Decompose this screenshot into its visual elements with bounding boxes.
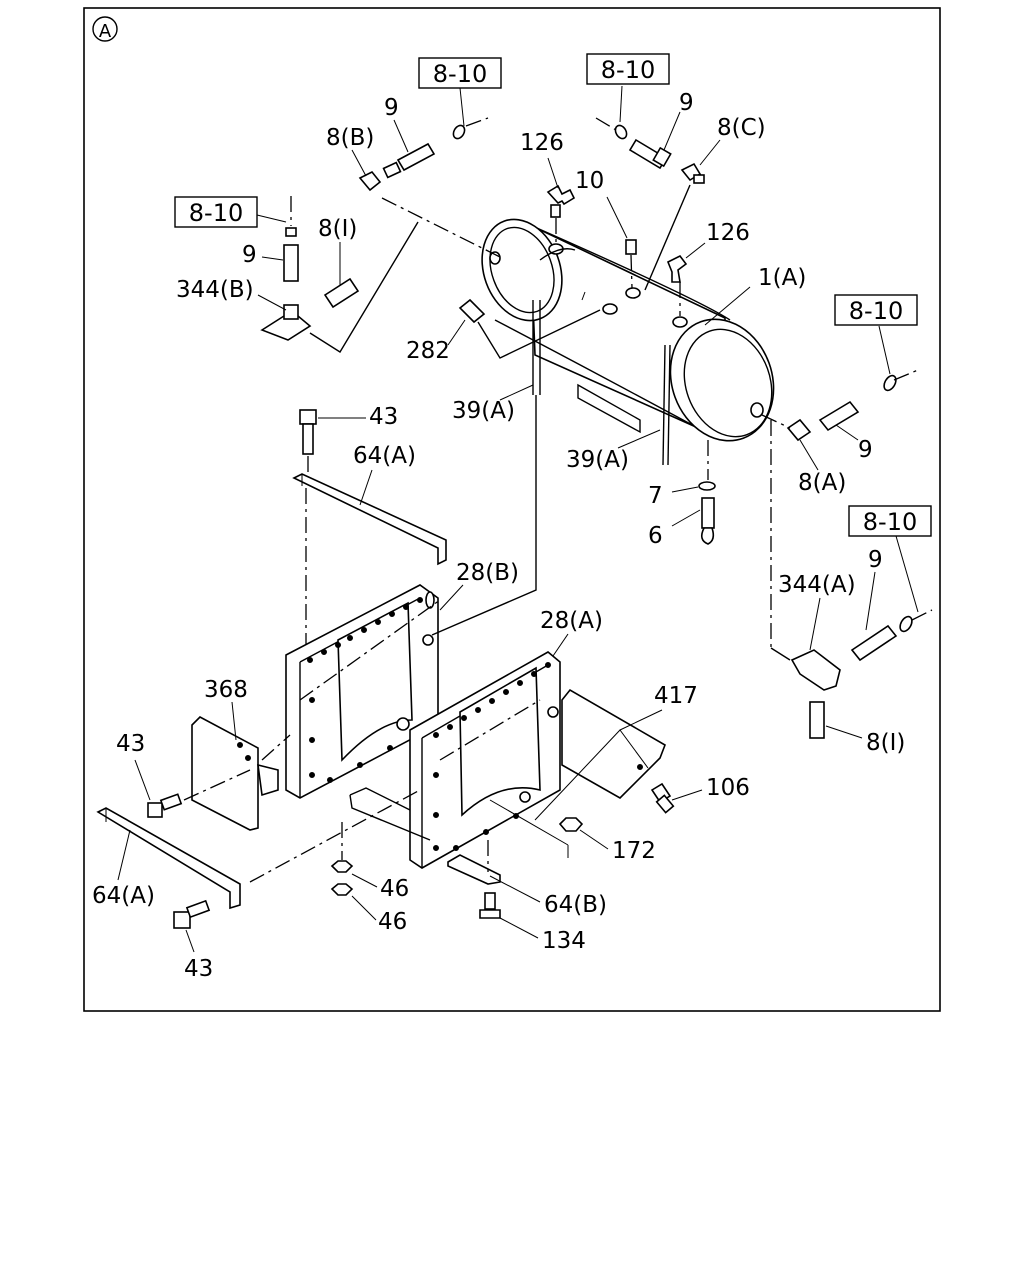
valve-9-right[interactable] xyxy=(818,400,860,432)
elbow-fitting-126a[interactable] xyxy=(546,184,576,218)
label-39a-2: 39(A) xyxy=(566,447,629,473)
ref-box-1[interactable]: 8-10 xyxy=(418,57,502,89)
label-64a-top: 64(A) xyxy=(353,443,416,469)
ref-box-4-label: 8-10 xyxy=(849,297,903,325)
label-8c: 8(C) xyxy=(717,115,766,141)
diagram-frame xyxy=(83,7,941,1012)
bolt-134[interactable] xyxy=(479,892,501,919)
plug-10[interactable] xyxy=(625,239,637,255)
label-106: 106 xyxy=(706,775,750,801)
label-9-lowright: 9 xyxy=(868,547,883,573)
label-344b: 344(B) xyxy=(176,277,254,303)
air-tank[interactable] xyxy=(469,208,791,466)
nipple-8i-top[interactable] xyxy=(323,277,360,309)
ref-box-1-label: 8-10 xyxy=(433,60,487,88)
frame-28b[interactable] xyxy=(285,584,439,799)
elbow-8b[interactable] xyxy=(358,170,382,192)
valve-9-topright[interactable] xyxy=(628,138,672,170)
label-8i-low: 8(I) xyxy=(866,730,905,756)
label-368: 368 xyxy=(204,677,248,703)
label-64a-low: 64(A) xyxy=(92,883,155,909)
label-9-left: 9 xyxy=(242,242,257,268)
nut-46-1[interactable] xyxy=(330,860,354,873)
fitting-106[interactable] xyxy=(650,782,675,814)
label-1a: 1(A) xyxy=(758,265,806,291)
bolt-43-bottom[interactable] xyxy=(173,899,211,929)
view-marker-label: A xyxy=(99,21,112,42)
fitting-282[interactable] xyxy=(458,298,486,324)
plate-368[interactable] xyxy=(191,716,279,831)
valve-9-left[interactable] xyxy=(283,227,299,282)
ref-box-4[interactable]: 8-10 xyxy=(834,294,918,326)
label-172: 172 xyxy=(612,838,656,864)
elbow-8a[interactable] xyxy=(786,418,812,442)
ref-box-5[interactable]: 8-10 xyxy=(848,505,932,537)
elbow-8c[interactable] xyxy=(680,162,705,184)
label-9-top: 9 xyxy=(384,95,399,121)
tee-344b[interactable] xyxy=(260,304,312,341)
label-9-topright: 9 xyxy=(679,90,694,116)
label-6: 6 xyxy=(648,523,663,549)
nut-172[interactable] xyxy=(558,817,584,832)
label-46-2: 46 xyxy=(378,909,407,935)
label-28a: 28(A) xyxy=(540,608,603,634)
bracket-417[interactable] xyxy=(561,688,666,799)
label-64b: 64(B) xyxy=(544,892,607,918)
label-417: 417 xyxy=(654,683,698,709)
label-28b: 28(B) xyxy=(456,560,519,586)
elbow-fitting-126b[interactable] xyxy=(666,254,688,283)
bolt-43-top[interactable] xyxy=(299,409,317,455)
washer-7[interactable] xyxy=(698,481,716,491)
ref-box-3[interactable]: 8-10 xyxy=(174,196,258,228)
label-126a: 126 xyxy=(520,130,564,156)
label-344a: 344(A) xyxy=(778,572,856,598)
label-126b: 126 xyxy=(706,220,750,246)
label-9-right: 9 xyxy=(858,437,873,463)
valve-9-top[interactable] xyxy=(382,142,436,179)
tee-344a[interactable] xyxy=(790,649,841,691)
valve-9-lowright[interactable] xyxy=(850,624,898,662)
label-46-1: 46 xyxy=(380,876,409,902)
drain-cock-6[interactable] xyxy=(700,497,715,545)
label-43-left: 43 xyxy=(116,731,145,757)
label-43-top: 43 xyxy=(369,404,398,430)
bracket-64a-low[interactable] xyxy=(96,807,241,910)
label-8a: 8(A) xyxy=(798,470,846,496)
nipple-8i-low[interactable] xyxy=(809,701,825,739)
bracket-64b[interactable] xyxy=(447,854,501,885)
label-7: 7 xyxy=(648,483,663,509)
label-8i-top: 8(I) xyxy=(318,216,357,242)
view-marker: A xyxy=(92,16,118,42)
ref-box-2[interactable]: 8-10 xyxy=(586,53,670,85)
label-8b: 8(B) xyxy=(326,125,374,151)
bracket-64a-top[interactable] xyxy=(292,473,447,566)
label-10: 10 xyxy=(575,168,604,194)
label-43-bottom: 43 xyxy=(184,956,213,982)
bolt-43-left[interactable] xyxy=(147,793,183,818)
frame-28a[interactable] xyxy=(396,651,561,869)
ref-box-5-label: 8-10 xyxy=(863,508,917,536)
nut-46-2[interactable] xyxy=(330,883,354,896)
label-282: 282 xyxy=(406,338,450,364)
ref-box-3-label: 8-10 xyxy=(189,199,243,227)
label-134: 134 xyxy=(542,928,586,954)
ref-box-2-label: 8-10 xyxy=(601,56,655,84)
label-39a-1: 39(A) xyxy=(452,398,515,424)
